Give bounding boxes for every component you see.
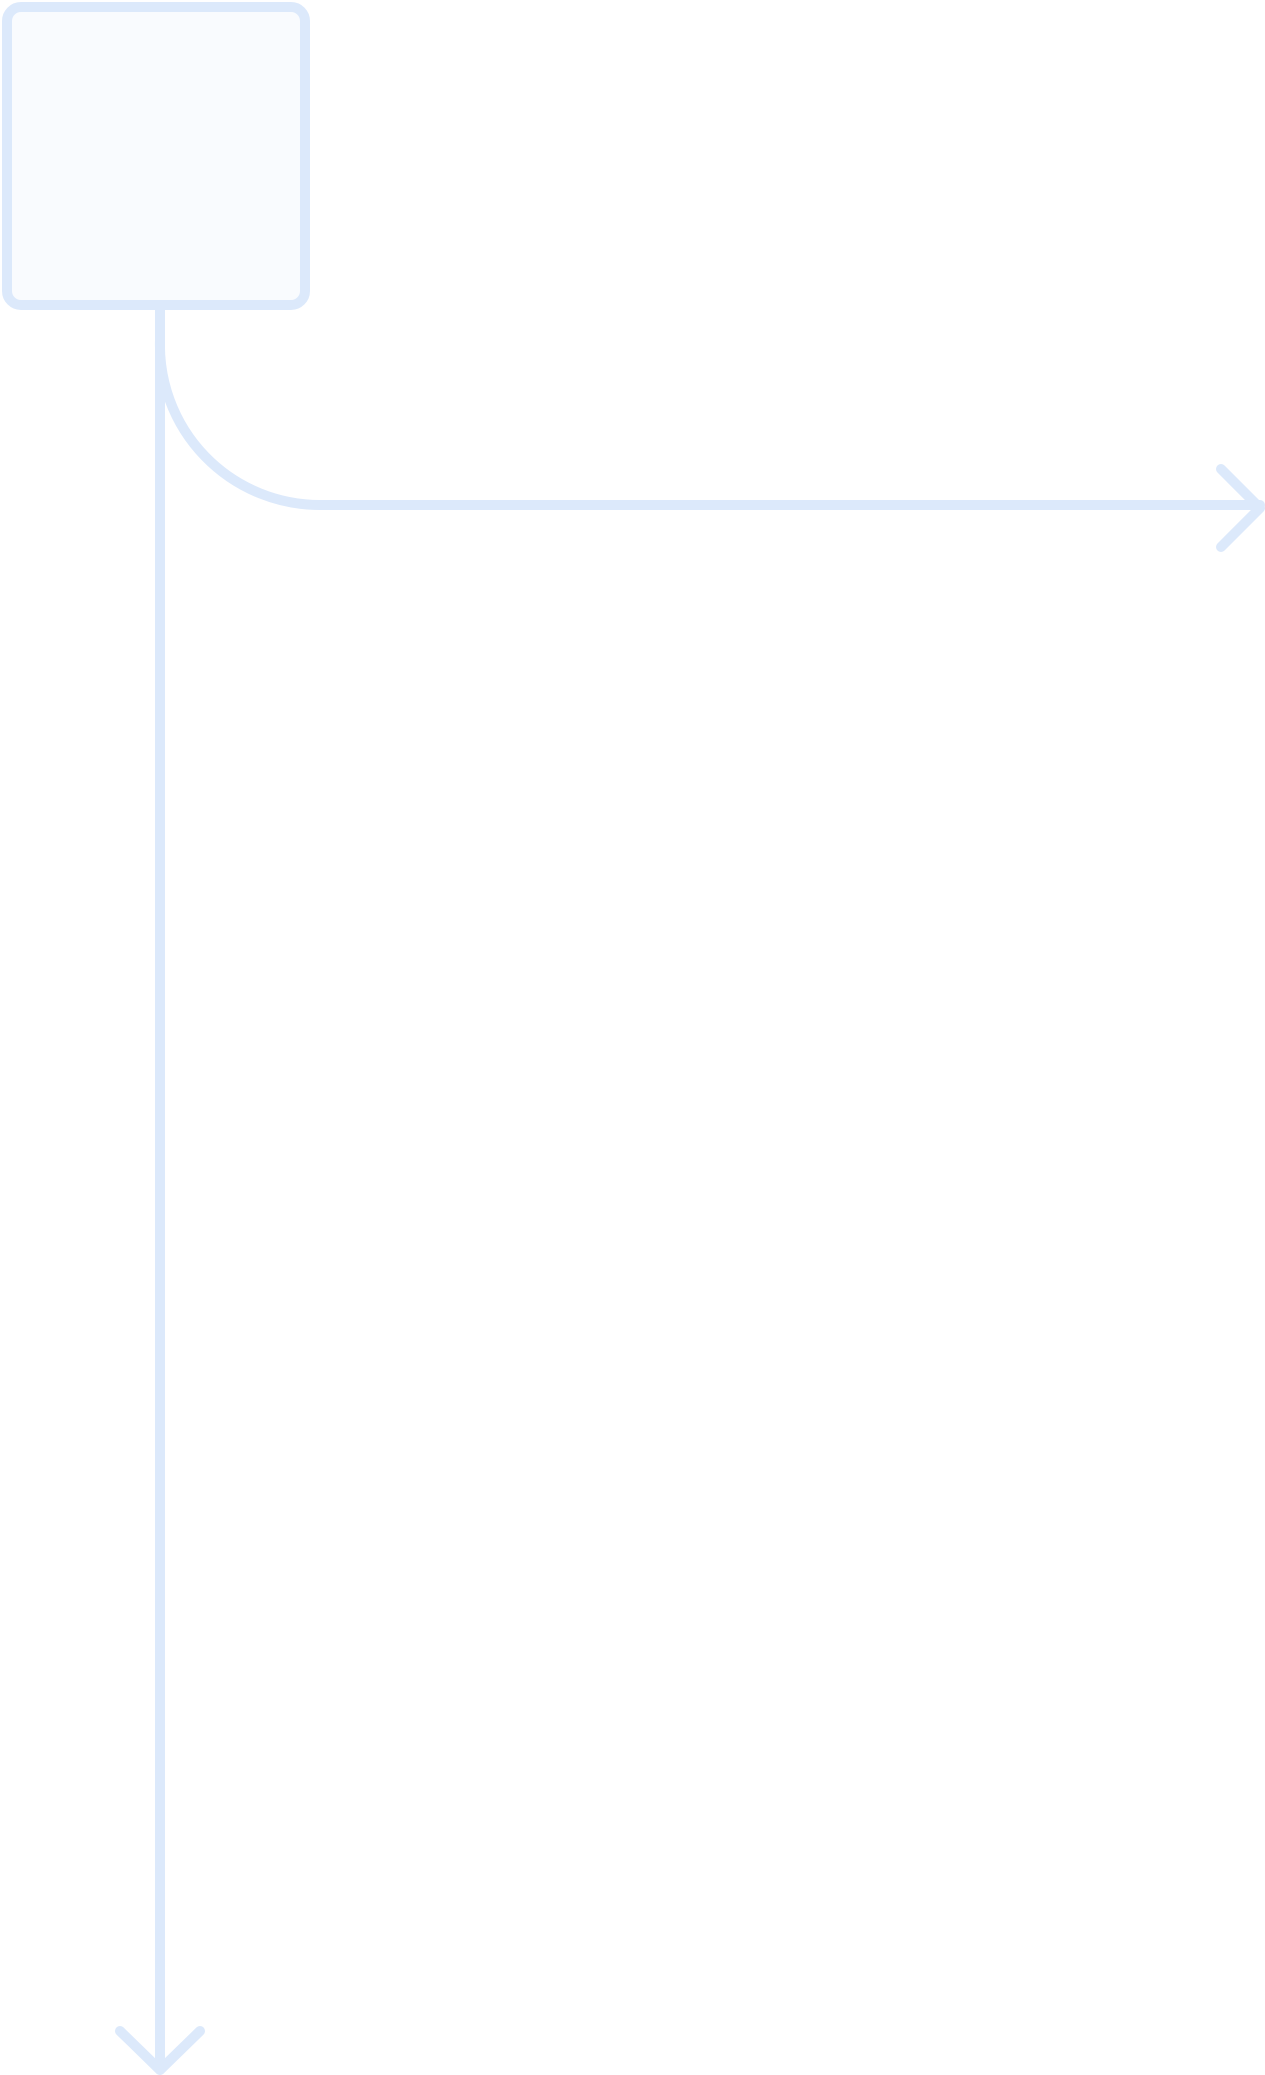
arrowhead-right-icon bbox=[1216, 464, 1265, 552]
edges-group bbox=[115, 301, 1265, 2075]
source-box[interactable] bbox=[2, 2, 310, 310]
nodes-group bbox=[2, 2, 310, 310]
edge-to-right bbox=[154, 301, 1265, 510]
arrowhead-down-icon bbox=[115, 2026, 205, 2075]
